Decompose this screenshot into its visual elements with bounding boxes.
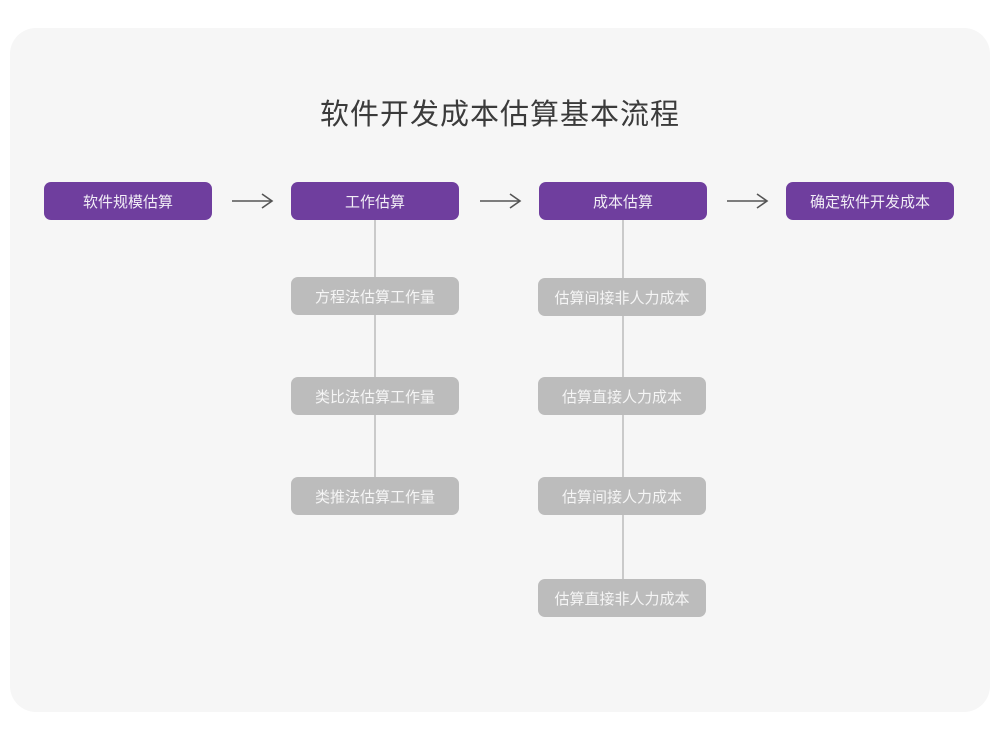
branch-node-direct-labor-cost[interactable]: 估算直接人力成本 bbox=[538, 377, 706, 415]
page-title: 软件开发成本估算基本流程 bbox=[319, 99, 680, 131]
branch-node-indirect-nonlabor-cost[interactable]: 估算间接非人力成本 bbox=[538, 278, 706, 316]
connector-effort-2 bbox=[374, 315, 376, 377]
arrow-right-icon-2 bbox=[479, 191, 523, 211]
connector-cost-2 bbox=[622, 316, 624, 377]
connector-cost-3 bbox=[622, 415, 624, 477]
branch-node-direct-nonlabor-cost[interactable]: 估算直接非人力成本 bbox=[538, 579, 706, 617]
flow-node-effort-estimation[interactable]: 工作估算 bbox=[291, 182, 459, 220]
flow-node-cost-estimation[interactable]: 成本估算 bbox=[539, 182, 707, 220]
arrow-right-icon-1 bbox=[231, 191, 275, 211]
arrow-right-icon-3 bbox=[726, 191, 770, 211]
branch-node-analogy-method-effort[interactable]: 类比法估算工作量 bbox=[291, 377, 459, 415]
branch-node-inference-method-effort[interactable]: 类推法估算工作量 bbox=[291, 477, 459, 515]
flow-node-determine-development-cost[interactable]: 确定软件开发成本 bbox=[786, 182, 954, 220]
branch-node-equation-method-effort[interactable]: 方程法估算工作量 bbox=[291, 277, 459, 315]
connector-cost-1 bbox=[622, 220, 624, 278]
branch-node-indirect-labor-cost[interactable]: 估算间接人力成本 bbox=[538, 477, 706, 515]
connector-effort-1 bbox=[374, 220, 376, 277]
connector-cost-4 bbox=[622, 515, 624, 579]
connector-effort-3 bbox=[374, 415, 376, 477]
flow-node-software-scale-estimation[interactable]: 软件规模估算 bbox=[44, 182, 212, 220]
diagram-panel bbox=[10, 28, 990, 712]
